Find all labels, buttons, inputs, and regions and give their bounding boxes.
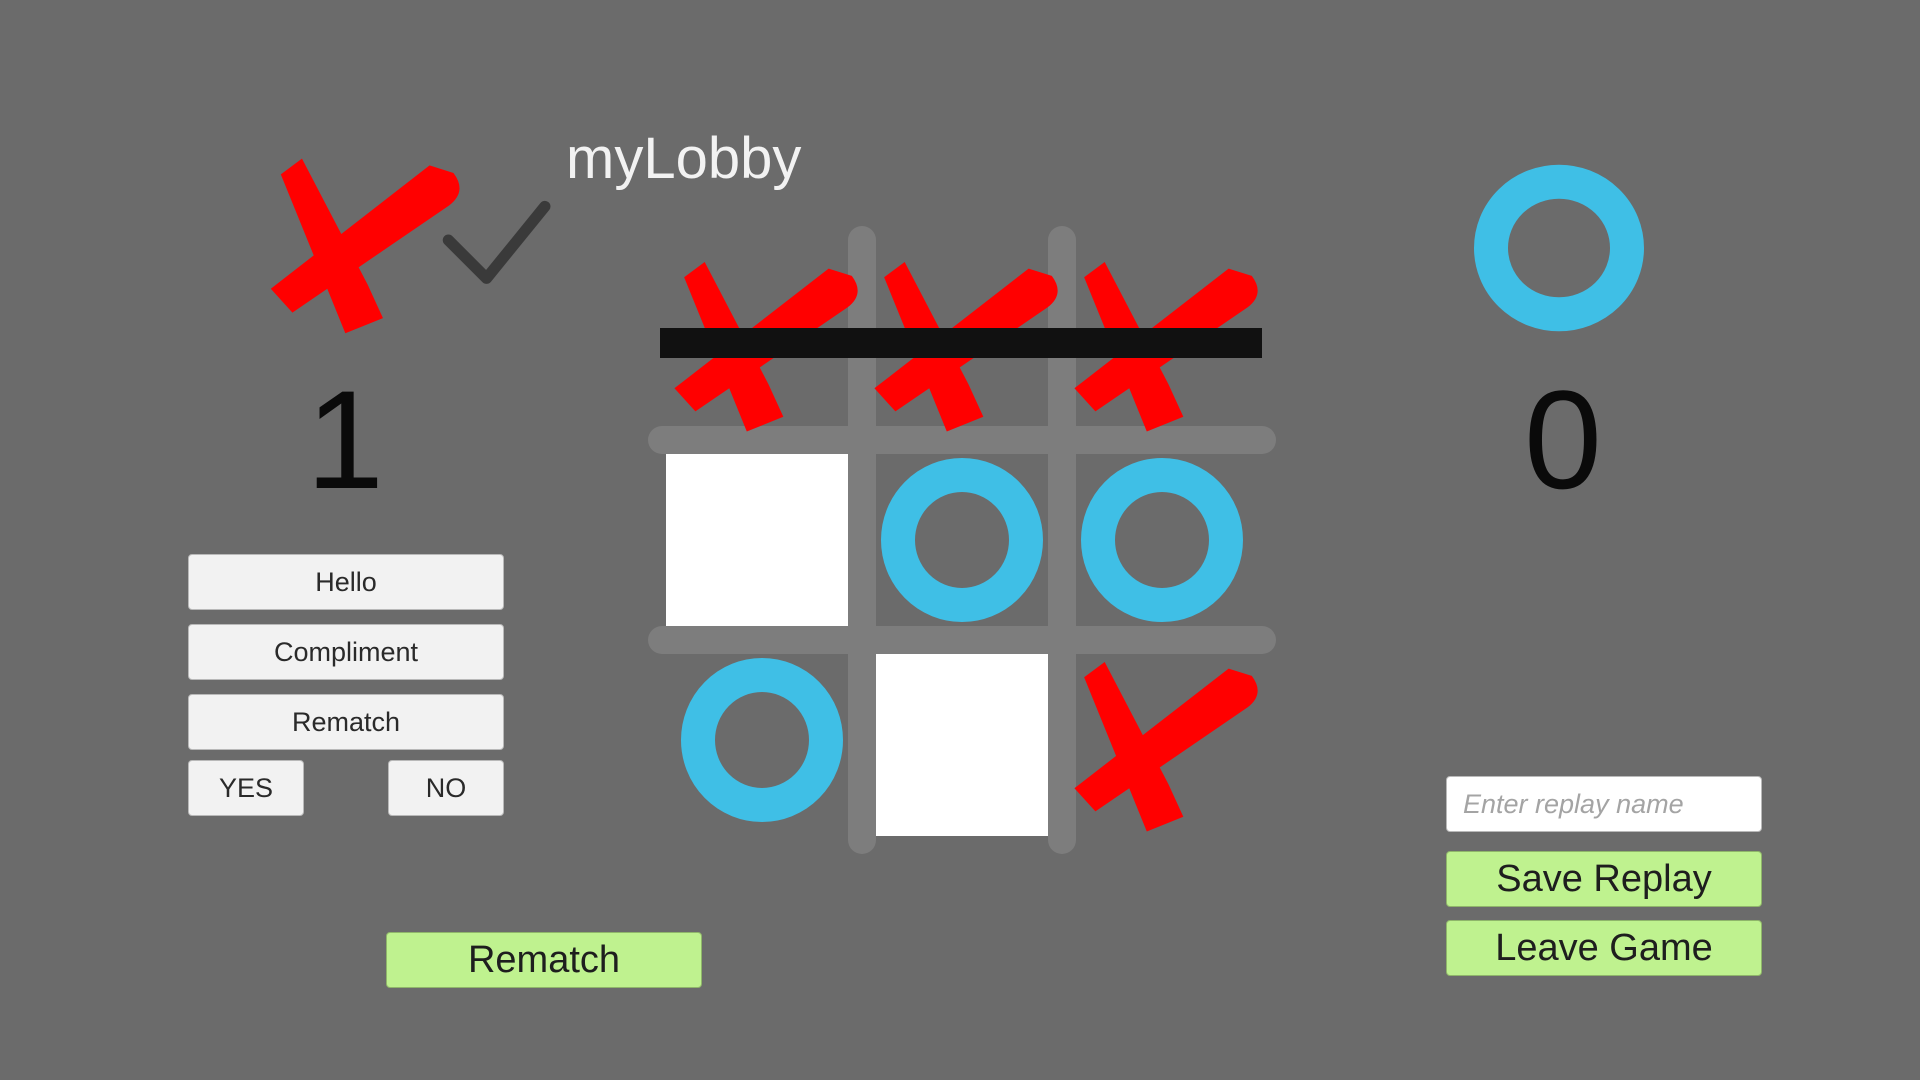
empty-cell-highlight[interactable] [866, 644, 1058, 836]
o-mark [1081, 458, 1243, 622]
player-o-symbol [1474, 164, 1644, 332]
x-mark-stroke [1074, 668, 1258, 812]
player-x-score: 1 [306, 361, 384, 518]
rematch-button[interactable]: Rematch [386, 932, 702, 988]
winning-line [660, 328, 1262, 358]
hello-button[interactable]: Hello [188, 554, 504, 610]
o-mark [681, 658, 843, 822]
leave-game-button[interactable]: Leave Game [1446, 920, 1762, 976]
yes-button[interactable]: YES [188, 760, 304, 816]
empty-cell-highlight[interactable] [666, 444, 858, 636]
checkmark-icon [442, 200, 551, 284]
player-o-score: 0 [1524, 361, 1602, 518]
lobby-name: myLobby [566, 126, 802, 191]
o-mark [881, 458, 1043, 622]
player-x-symbol [270, 158, 460, 334]
save-replay-button[interactable]: Save Replay [1446, 851, 1762, 907]
game-board [648, 226, 1276, 854]
no-button[interactable]: NO [388, 760, 504, 816]
replay-name-input[interactable] [1446, 776, 1762, 832]
x-mark [1074, 661, 1258, 832]
rematch-chat-button[interactable]: Rematch [188, 694, 504, 750]
compliment-button[interactable]: Compliment [188, 624, 504, 680]
